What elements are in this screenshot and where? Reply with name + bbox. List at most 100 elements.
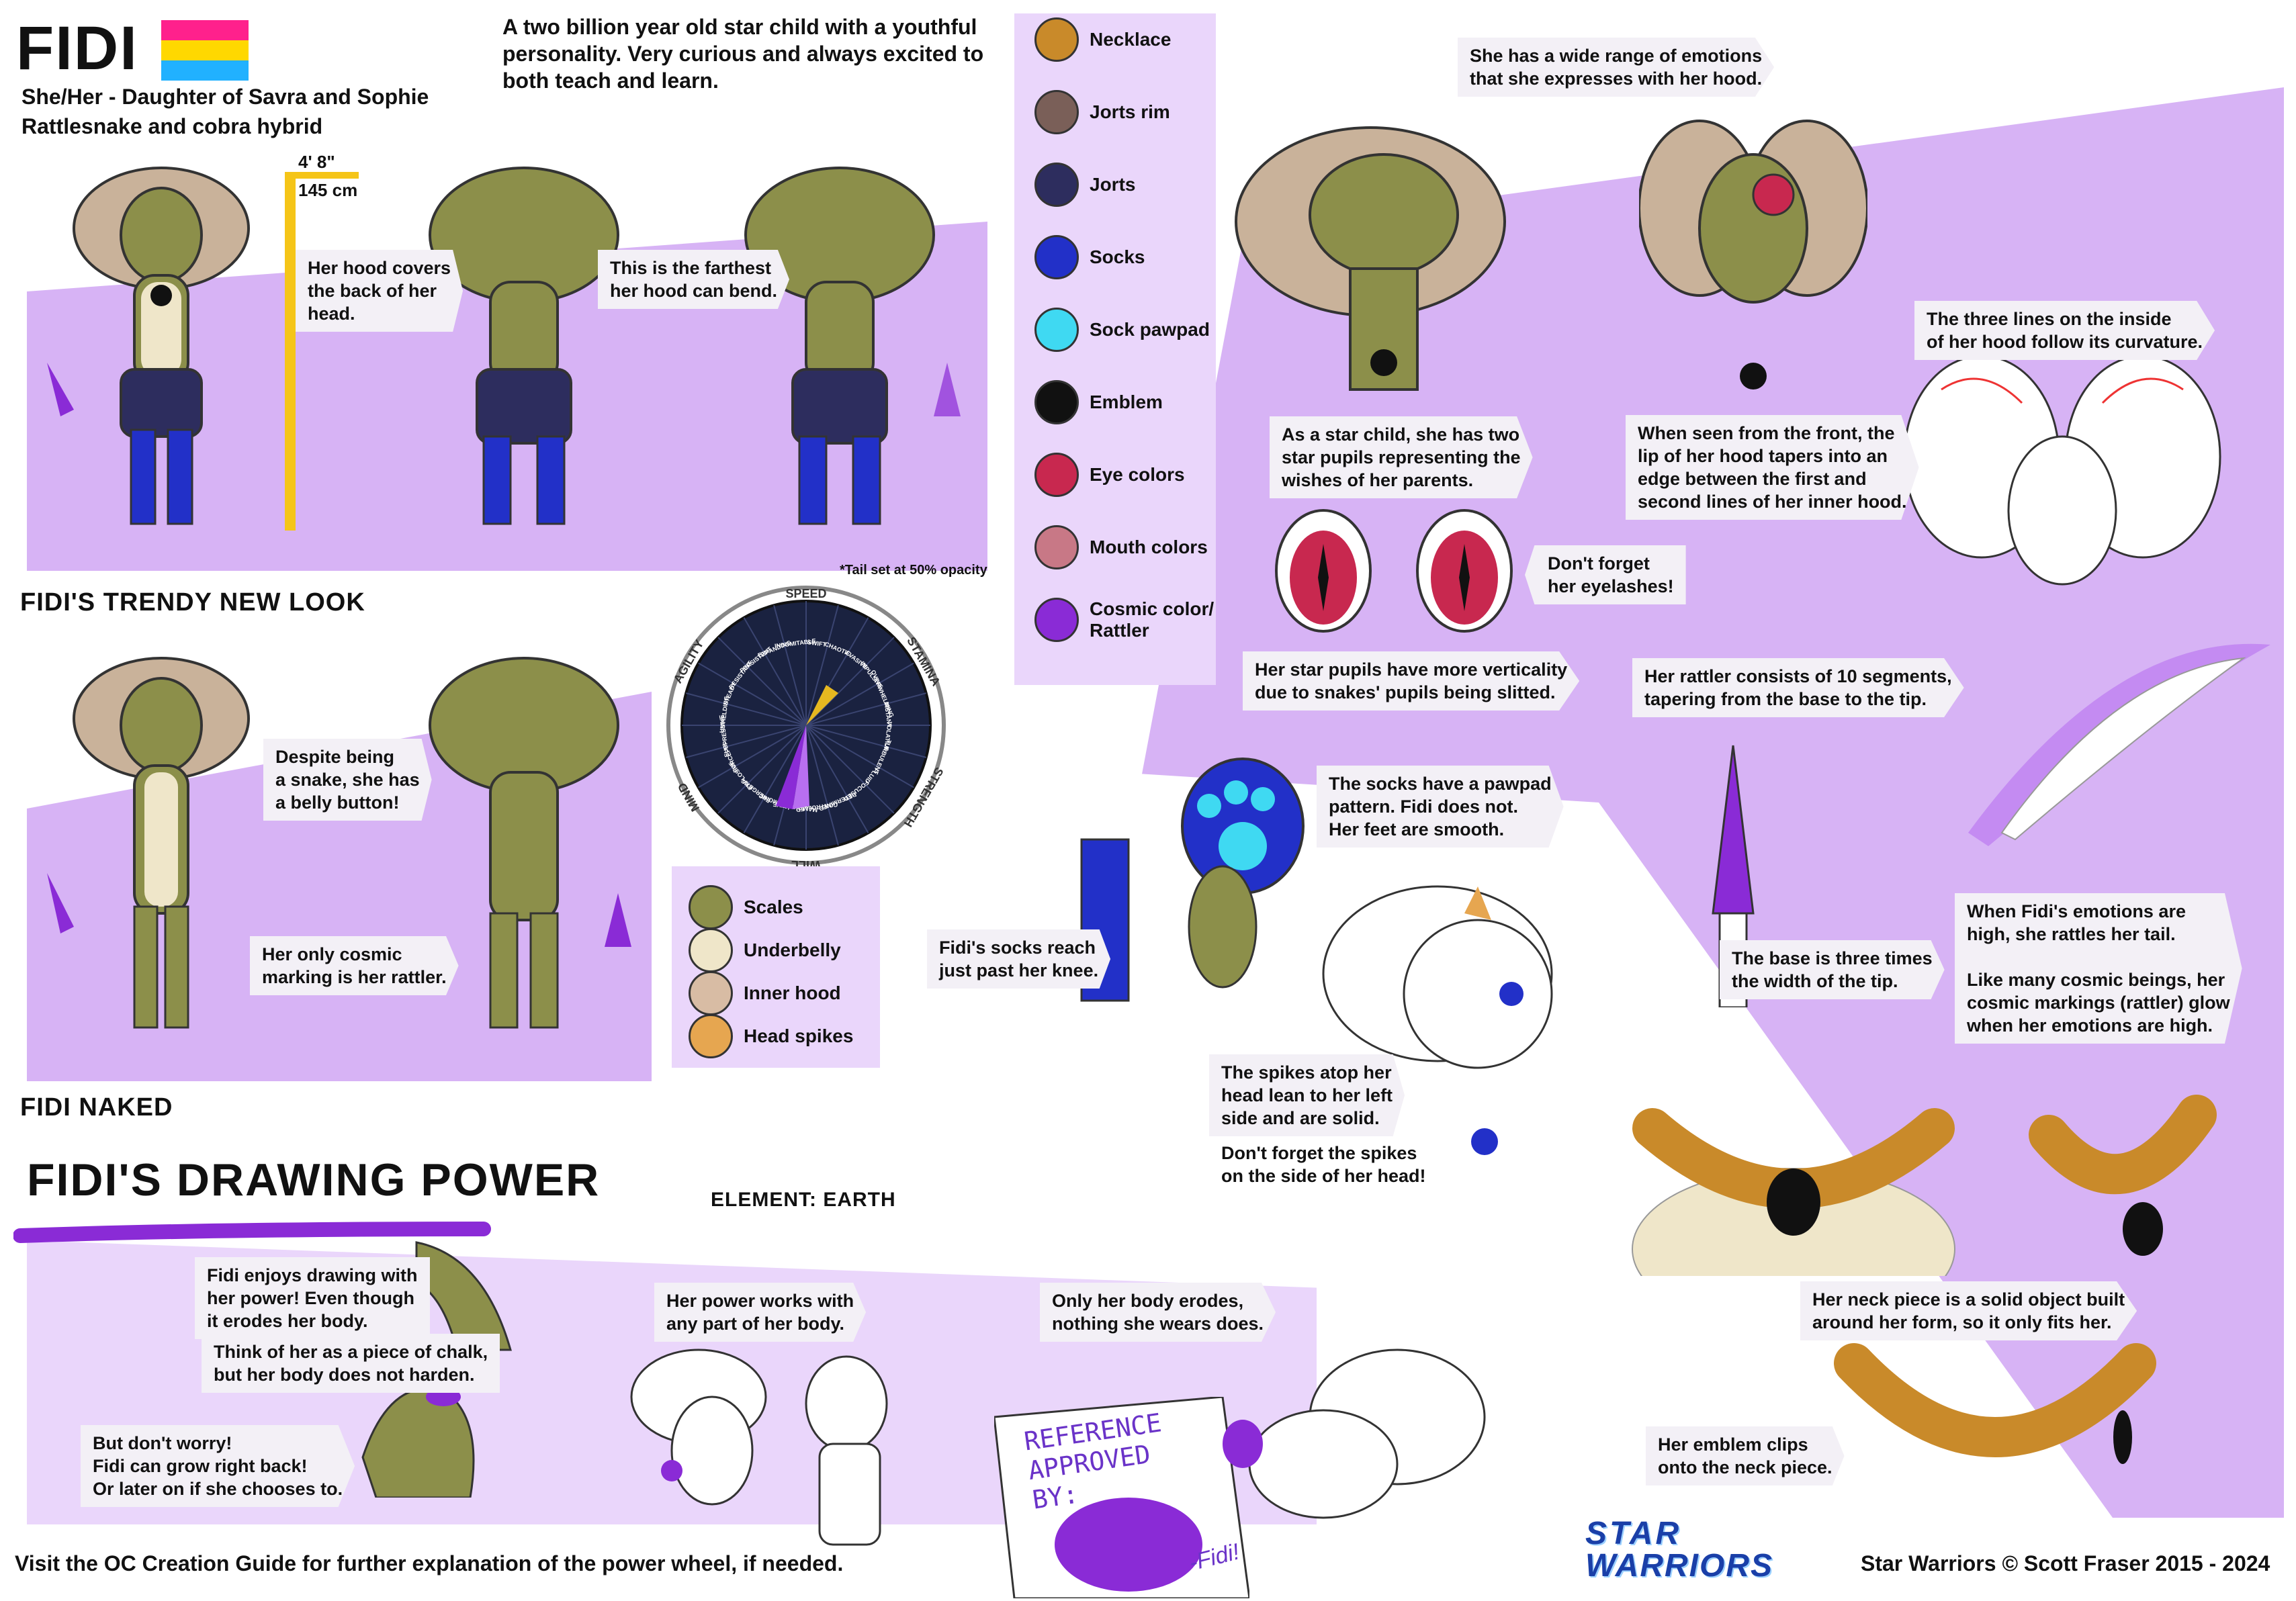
legend-top-label: Eye colors: [1090, 464, 1185, 485]
section-naked: FIDI NAKED: [20, 1093, 173, 1122]
legend-top-swatch: [1034, 90, 1079, 134]
legend-top-label: Jorts: [1090, 174, 1136, 195]
wheel-divider: [805, 725, 895, 814]
callout-dont-worry: But don't worry! Fidi can grow right bac…: [81, 1425, 355, 1507]
legend-top-swatch: [1034, 598, 1079, 642]
fidi-sketch-drawing: [1223, 1348, 1486, 1519]
wheel-inner-label: SWIFT: [807, 639, 828, 648]
callout-belly: Despite being a snake, she has a belly b…: [263, 739, 432, 821]
legend-bottom-label: Scales: [744, 897, 803, 917]
callout-eyelashes: Don't forget her eyelashes!: [1525, 545, 1686, 604]
callout-neck-piece: Her neck piece is a solid object built a…: [1800, 1281, 2137, 1340]
legend-bottom-label: Head spikes: [744, 1025, 854, 1046]
fidi-front-naked: [47, 657, 250, 1029]
height-imperial: 4' 8": [298, 152, 335, 172]
logo-top: STAR: [1585, 1516, 1682, 1551]
callout-verticality: Her star pupils have more verticality du…: [1243, 651, 1580, 711]
legend-top-swatch: [1034, 453, 1079, 497]
wheel-divider: [717, 725, 807, 814]
legend-top-swatch: [1034, 525, 1079, 569]
legend-bottom-item: Underbelly: [689, 928, 841, 972]
callout-rattle-emotion: When Fidi's emotions are high, she rattl…: [1955, 893, 2242, 1044]
legend-bottom-label: Underbelly: [744, 940, 841, 960]
legend-top-item: Emblem: [1034, 380, 1163, 424]
callout-drawing-power: Fidi enjoys drawing with her power! Even…: [195, 1257, 430, 1339]
callout-star-pupils: As a star child, she has two star pupils…: [1270, 416, 1533, 498]
wheel-divider: [686, 692, 807, 726]
fidi-head-sketch-spikes: [1322, 885, 1553, 1155]
fidi-back-clothed: [429, 167, 619, 525]
sock-pawpad: [1181, 758, 1305, 895]
wheel-divider: [743, 617, 807, 726]
fidi-back-tail: [744, 167, 961, 525]
fidi-front-clothed: [47, 167, 250, 525]
legend-top-label: Necklace: [1090, 29, 1172, 50]
legend-bottom-swatch: [689, 885, 733, 929]
callout-hood-bend: This is the farthest her hood can bend.: [598, 250, 790, 309]
description-text: A two billion year old star child with a…: [502, 15, 984, 93]
fidi-head-side: [1235, 126, 1506, 391]
wheel-divider: [805, 725, 926, 758]
section-power: FIDI'S DRAWING POWER: [27, 1154, 601, 1205]
wheel-divider: [805, 605, 839, 726]
section-new-look: FIDI'S TRENDY NEW LOOK: [20, 588, 365, 616]
wheel-divider: [805, 725, 914, 788]
callout-any-part: Her power works with any part of her bod…: [654, 1283, 867, 1342]
fidi-sketch-wave: [630, 1348, 888, 1546]
height-bar: [285, 172, 296, 531]
callout-rattler: Her rattler consists of 10 segments, tap…: [1632, 658, 1964, 717]
species-text: Rattlesnake and cobra hybrid: [21, 114, 323, 138]
reference-sign: [994, 1397, 1249, 1598]
legend-top-item: Mouth colors: [1034, 525, 1208, 569]
wheel-divider: [805, 662, 914, 726]
power-hand-drawing: [13, 1222, 512, 1498]
neck-piece-side: [2029, 1095, 2217, 1256]
pronouns-text: She/Her - Daughter of Savra and Sophie: [21, 85, 429, 109]
legend-top-item: Necklace: [1034, 17, 1171, 62]
footer-copyright: Star Warriors © Scott Fraser 2015 - 2024: [1861, 1551, 2270, 1575]
footer-guide: Visit the OC Creation Guide for further …: [15, 1551, 844, 1575]
callout-base-tip: The base is three times the width of the…: [1720, 940, 1945, 999]
legend-top-item: Eye colors: [1034, 453, 1185, 497]
logo-star-warriors: STAR WARRIORS: [1585, 1518, 1773, 1582]
callout-socks-pawpad: The socks have a pawpad pattern. Fidi do…: [1317, 766, 1564, 848]
legend-top-label: Emblem: [1090, 392, 1163, 412]
legend-top-label: Cosmic color/ Rattler: [1090, 598, 1215, 641]
wheel-axis-label: SPEED: [785, 587, 826, 600]
legend-bottom-item: Head spikes: [689, 1014, 853, 1058]
neck-piece-top: [1834, 1343, 2156, 1464]
callout-spikes-side: Don't forget the spikes on the side of h…: [1221, 1143, 1426, 1186]
height-metric: 145 cm: [298, 180, 358, 200]
legend-top-item: Sock pawpad: [1034, 308, 1210, 352]
sock-leg-sketch: [1080, 838, 1257, 1002]
legend-bottom-label: Inner hood: [744, 982, 841, 1003]
legend-top-item: Socks: [1034, 235, 1145, 279]
character-name: FIDI: [16, 14, 138, 83]
neck-piece-front: [1632, 1108, 1955, 1276]
height-bar-cap: [285, 172, 359, 179]
legend-bottom-swatch: [689, 1014, 733, 1058]
wheel-divider: [686, 725, 807, 758]
legend-top-swatch: [1034, 308, 1079, 352]
callout-hood-front: When seen from the front, the lip of her…: [1626, 415, 1919, 520]
legend-top-label: Socks: [1090, 246, 1145, 267]
legend-top-item: Cosmic color/ Rattler: [1034, 598, 1214, 642]
legend-bottom-swatch: [689, 971, 733, 1015]
wheel-divider: [698, 662, 807, 726]
callout-socks-knee: Fidi's socks reach just past her knee.: [927, 929, 1111, 989]
legend-top-label: Sock pawpad: [1090, 319, 1210, 340]
callout-chalk: Think of her as a piece of chalk, but he…: [202, 1334, 500, 1393]
legend-top-swatch: [1034, 380, 1079, 424]
wheel-divider: [805, 692, 926, 726]
callout-marking: Her only cosmic marking is her rattler.: [250, 936, 459, 995]
callout-three-lines: The three lines on the inside of her hoo…: [1914, 301, 2215, 360]
wheel-divider: [805, 725, 839, 845]
wheel-divider: [717, 637, 807, 726]
callout-only-body: Only her body erodes, nothing she wears …: [1040, 1283, 1276, 1342]
callout-emotions: She has a wide range of emotions that sh…: [1458, 38, 1775, 97]
callout-hood-back: Her hood covers the back of her head.: [296, 250, 463, 332]
legend-top-item: Jorts rim: [1034, 90, 1170, 134]
legend-top-label: Mouth colors: [1090, 537, 1208, 557]
legend-bottom-item: Inner hood: [689, 971, 841, 1015]
legend-top-label: Jorts rim: [1090, 101, 1170, 122]
